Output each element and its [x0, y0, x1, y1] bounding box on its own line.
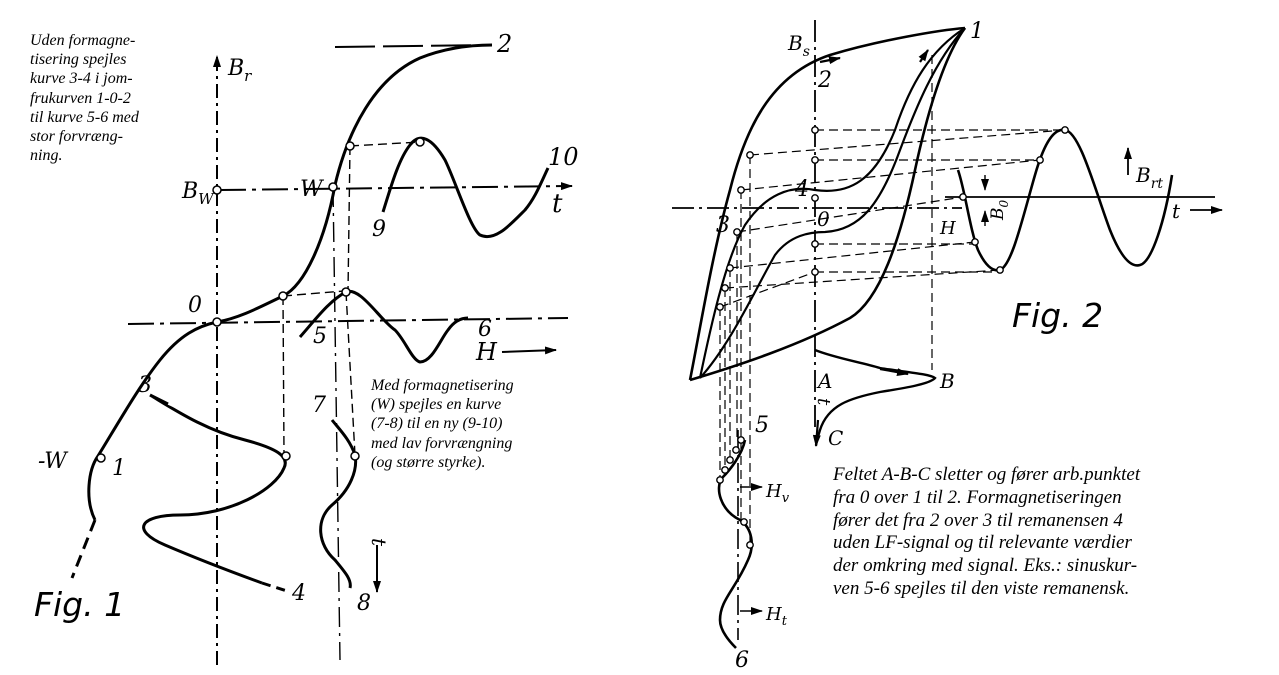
pulse-arrow	[879, 367, 909, 377]
proj-line	[347, 145, 351, 293]
note-line: uden LF-signal og til relevante værdier	[833, 532, 1132, 554]
h-label-2: H	[939, 218, 956, 239]
neg-w-label: -W	[38, 449, 69, 474]
t-down-label: t	[367, 538, 391, 547]
curve-5-6	[298, 289, 469, 364]
point-9-label: 9	[372, 217, 386, 242]
origin-label: 0	[188, 293, 202, 318]
hv-label: Hv	[765, 481, 790, 506]
hysteresis-inner-lower	[699, 27, 966, 379]
point-markers-2	[716, 126, 1069, 549]
loop-arrow	[819, 56, 841, 65]
abc-pulse	[814, 348, 937, 446]
figure-1-note-top: Uden formagne- tisering spejles kurve 3-…	[30, 31, 139, 165]
note-line: stor forvræng-	[30, 127, 123, 145]
origin-label-2: 0	[817, 207, 830, 231]
proj-line	[345, 291, 356, 456]
note-line: Uden formagne-	[30, 32, 136, 49]
figure-2-note: Feltet A-B-C sletter og fører arb.punkte…	[833, 464, 1140, 601]
w-label: W	[300, 177, 325, 202]
c-label: C	[828, 426, 843, 450]
b0-label: B0	[988, 200, 1011, 222]
note-line: fra 0 over 1 til 2. Formagnetiseringen	[833, 486, 1122, 508]
h-arrow	[501, 346, 557, 355]
curve-3-4	[142, 393, 287, 585]
point-3-label: 3	[138, 373, 152, 398]
note-line: Med formagnetisering	[371, 377, 514, 394]
remanence-sinusoid	[956, 128, 1174, 272]
point-7-label: 7	[312, 393, 326, 418]
note-line: kurve 3-4 i jom-	[30, 70, 133, 88]
a-label: A	[816, 369, 832, 393]
t-down-label-2: t	[813, 398, 834, 406]
vertical-projection-lines	[719, 55, 933, 545]
note-line: tisering spejles	[30, 51, 127, 69]
note-line: der omkring med signal. Eks.: sinuskur-	[833, 555, 1138, 577]
note-line: (7-8) til en ny (9-10)	[371, 415, 503, 433]
point-5-label-2: 5	[755, 413, 769, 438]
note-line: til kurve 5-6 med	[30, 108, 139, 126]
t-label: t	[552, 189, 563, 219]
point-10-label: 10	[548, 143, 579, 171]
hysteresis-inner-upper	[698, 27, 966, 379]
figure-2-title: Fig. 2	[1012, 296, 1104, 335]
proj-line	[282, 290, 345, 297]
note-line: fører det fra 2 over 3 til remanensen 4	[833, 509, 1123, 531]
point-8-label: 8	[357, 591, 371, 616]
h-label: H	[475, 338, 498, 366]
note-line: ven 5-6 spejles til den viste remanensk.	[833, 577, 1130, 599]
point-1-label-2: 1	[970, 19, 984, 44]
br-label: Br	[227, 56, 252, 85]
projection-lines	[719, 129, 1066, 308]
bs-label: Bs	[787, 31, 810, 60]
point-2-label-2: 2	[817, 68, 832, 93]
ht-label: Ht	[765, 604, 788, 629]
point-markers	[96, 137, 425, 463]
hysteresis-outer-lower	[689, 27, 967, 382]
proj-line	[282, 295, 285, 456]
figure-1-title: Fig. 1	[34, 585, 126, 624]
t-right-label: t	[1172, 199, 1181, 223]
virgin-curve-tail	[70, 519, 97, 579]
hysteresis-outer-upper	[688, 26, 966, 381]
curve-7-8	[319, 419, 358, 589]
figure-2-labels: Bs Brt B0 Hv Ht H t t 0 A B C 1 2 3 4 5 …	[716, 19, 1181, 673]
bw-line	[219, 182, 573, 191]
brt-label: Brt	[1135, 163, 1163, 192]
b-label: B	[939, 369, 955, 393]
note-line: ning.	[30, 147, 63, 165]
point-2-label: 2	[496, 30, 512, 58]
c-arrow	[812, 419, 821, 447]
point-3-label-2: 3	[716, 213, 730, 238]
curve-3-4-dash-start	[149, 393, 169, 406]
figure-2	[672, 20, 1223, 649]
bw-label: BW	[181, 179, 215, 208]
loop-arrow	[918, 49, 929, 63]
proj-line	[349, 141, 421, 147]
note-line: (og større styrke).	[371, 453, 486, 471]
figure-1-note-bottom: Med formagnetisering (W) spejles en kurv…	[371, 376, 514, 472]
point-6-label: 6	[478, 317, 492, 342]
sinusoid-5-6	[717, 439, 754, 649]
note-line: (W) spejles en kurve	[371, 396, 502, 414]
note-line: med lav forvrængning	[371, 434, 513, 452]
curve-9-10	[381, 136, 550, 239]
point-5-label: 5	[313, 324, 327, 349]
point-4-label-2: 4	[794, 177, 809, 202]
note-line: frukurven 1-0-2	[30, 89, 131, 107]
point-1-label: 1	[112, 456, 126, 481]
figure-1	[70, 43, 573, 665]
note-line: Feltet A-B-C sletter og fører arb.punkte…	[833, 464, 1141, 485]
point-4-label: 4	[291, 581, 306, 606]
point-6-label-2: 6	[735, 648, 749, 673]
virgin-curve	[87, 43, 493, 521]
figure-1-labels: Br BW W -W 0 t H 1 2 3 4 5 6 7 8 9 10 t	[38, 30, 579, 616]
curve-3-4-dash-end	[261, 581, 291, 594]
